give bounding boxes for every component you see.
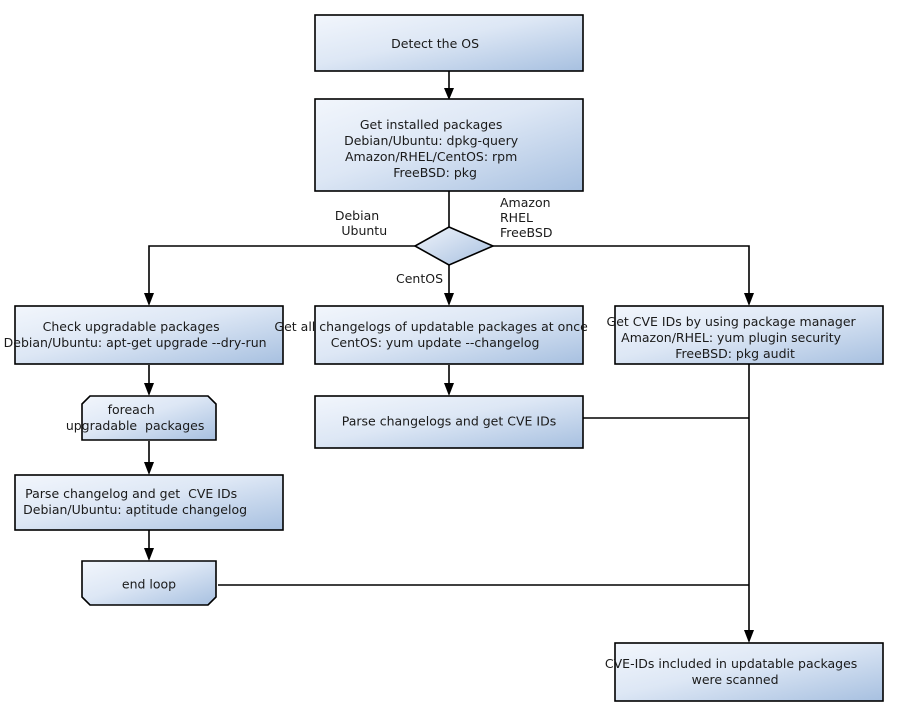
node-parse-deb-line-2: Debian/Ubuntu: aptitude changelog — [23, 502, 247, 517]
node-get-installed-packages[interactable]: Get installed packages Debian/Ubuntu: dp… — [314, 98, 584, 192]
edge-decision-left — [144, 245, 415, 306]
svg-text:Get CVE IDs by using package m: Get CVE IDs by using package manager Ama… — [607, 314, 892, 361]
node-foreach-line-2: upgradable packages — [66, 418, 205, 433]
node-parse-changelogs-centos[interactable]: Parse changelogs and get CVE IDs — [314, 395, 584, 449]
edge-parse-to-endloop — [144, 530, 154, 561]
node-result-line-1: CVE-IDs included in updatable packages — [605, 656, 857, 671]
node-check-line-2: Debian/Ubuntu: apt-get upgrade --dry-run — [4, 335, 267, 350]
node-get-all-changelogs[interactable]: Get all changelogs of updatable packages… — [274, 305, 623, 365]
node-foreach-loop[interactable]: foreach upgradable packages — [66, 395, 232, 441]
node-foreach-line-1: foreach — [108, 402, 155, 417]
node-cve-pkgmgr-line-2: Amazon/RHEL: yum plugin security — [621, 330, 841, 345]
node-parse-changelog-debian[interactable]: Parse changelog and get CVE IDs Debian/U… — [14, 474, 284, 531]
edge-label-right-line-3: FreeBSD — [500, 225, 552, 240]
edge-check-to-foreach — [144, 365, 154, 396]
node-detect-os[interactable]: Detect the OS — [314, 14, 584, 72]
node-packages-line-1: Get installed packages — [360, 117, 503, 132]
edge-changelogs-to-parse — [444, 365, 454, 396]
node-changelogs-line-1: Get all changelogs of updatable packages… — [274, 319, 588, 334]
nodes-layer: Detect the OS Get installed packages Deb… — [4, 14, 893, 702]
node-cve-pkgmgr-line-3: FreeBSD: pkg audit — [675, 346, 795, 361]
node-parse-deb-line-1: Parse changelog and get CVE IDs — [25, 486, 237, 501]
svg-text:Get installed packages: Get installed packages Debian/Ubuntu: dp… — [344, 117, 554, 180]
node-changelogs-line-2: CentOS: yum update --changelog — [331, 335, 540, 350]
svg-text:Parse changelog and get CVE I: Parse changelog and get CVE IDs Debian/U… — [23, 486, 275, 517]
edge-label-right-branch: Amazon RHEL FreeBSD — [500, 195, 578, 240]
node-packages-line-2: Debian/Ubuntu: dpkg-query — [344, 133, 519, 148]
edge-trunk-to-result — [744, 363, 754, 643]
node-scanned-result[interactable]: CVE-IDs included in updatable packages w… — [605, 642, 893, 702]
svg-text:CVE-IDs included in updatable: CVE-IDs included in updatable packages w… — [605, 656, 893, 687]
edge-label-center-branch: CentOS — [396, 271, 443, 286]
edge-foreach-to-parse — [144, 441, 154, 475]
node-result-line-2: were scanned — [692, 672, 779, 687]
edge-labels-layer: Debian Ubuntu Amazon RHEL FreeBSD CentOS — [335, 195, 578, 286]
node-cve-pkgmgr-line-1: Get CVE IDs by using package manager — [607, 314, 857, 329]
edge-label-left-branch: Debian Ubuntu — [335, 208, 407, 238]
node-get-cve-pkgmgr[interactable]: Get CVE IDs by using package manager Ama… — [607, 305, 892, 365]
node-end-loop-label: end loop — [122, 577, 176, 592]
svg-text:foreach upgradable pa: foreach upgradable packages — [66, 402, 232, 433]
edge-label-left-line-2: Ubuntu — [341, 223, 387, 238]
edges-layer — [144, 71, 754, 643]
edge-label-right-line-2: RHEL — [500, 210, 533, 225]
edge-decision-right — [493, 245, 754, 306]
edge-label-right-line-1: Amazon — [500, 195, 551, 210]
node-check-upgradable[interactable]: Check upgradable packages Debian/Ubuntu:… — [4, 305, 295, 365]
node-parse-centos-label: Parse changelogs and get CVE IDs — [342, 414, 556, 429]
node-end-loop[interactable]: end loop — [81, 560, 217, 606]
node-packages-line-4: FreeBSD: pkg — [393, 165, 477, 180]
node-detect-os-line-1: Detect the OS — [391, 36, 479, 51]
svg-text:Get all changelogs of updatabl: Get all changelogs of updatable packages… — [274, 319, 623, 350]
node-os-decision[interactable] — [413, 226, 496, 266]
node-packages-line-3: Amazon/RHEL/CentOS: rpm — [345, 149, 517, 164]
svg-text:Check upgradable packages: Check upgradable packages Debian/Ubuntu:… — [4, 319, 295, 350]
svg-text:Detect the OS: Detect the OS — [391, 36, 507, 51]
edge-detect-to-packages — [444, 71, 454, 100]
edge-decision-center — [444, 265, 454, 306]
node-check-line-1: Check upgradable packages — [43, 319, 220, 334]
edge-label-left-line-1: Debian — [335, 208, 379, 223]
